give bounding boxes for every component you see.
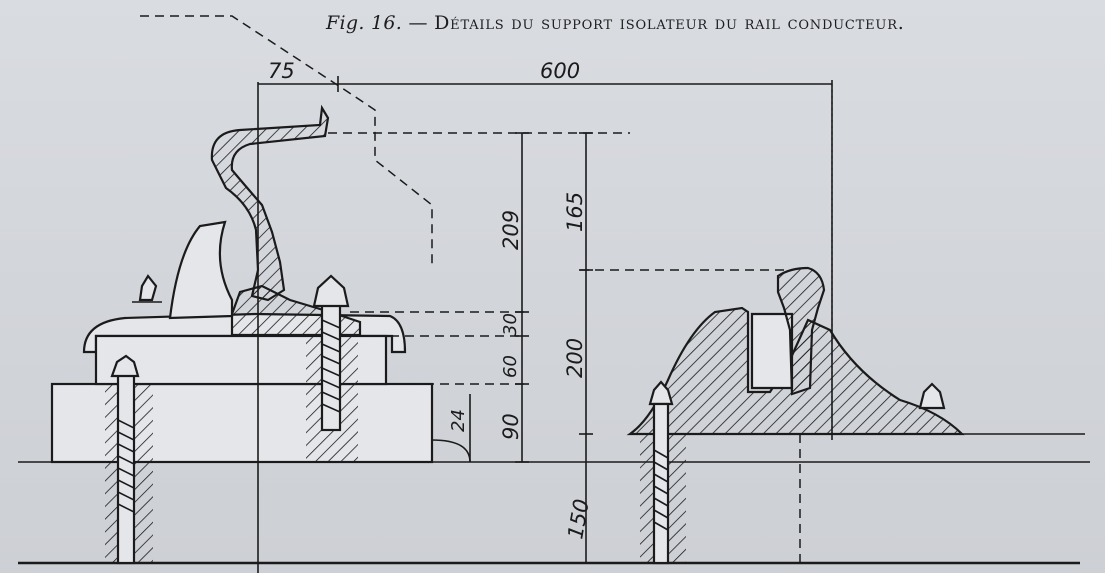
dim-165: 165 [563,192,587,232]
screw-head-left [110,354,140,378]
clearance-outline [140,15,433,265]
bolt-thread-middle [321,319,341,413]
bolt-head-right-b [918,382,946,410]
conductor-rail-right [776,266,826,396]
dim-75: 75 [268,59,295,83]
dim-30: 30 [500,313,521,336]
chair-cavity [750,312,794,390]
dim-200: 200 [563,338,587,378]
screw-shank-left [116,368,136,565]
conductor-rail-left [210,104,330,302]
figure-number: Fig. 16. [326,12,403,34]
dim-150: 150 [563,497,594,541]
dim-24: 24 [448,409,469,432]
dim-209: 209 [499,210,523,250]
screw-thread-right [653,449,669,531]
screw-shank-right [652,402,670,565]
bolt-head-small [138,274,158,302]
chair-horn [168,220,234,320]
dim-600: 600 [540,59,580,83]
dim-60: 60 [500,355,521,378]
dim-90: 90 [499,413,523,440]
dim-24-curve [431,439,471,463]
screw-thread-left [117,419,135,513]
caption-separator: — [408,12,428,34]
figure-title: Détails du support isolateur du rail con… [434,12,905,34]
figure-caption: Fig. 16. — Détails du support isolateur … [326,12,905,34]
bolt-head-middle [312,274,350,308]
